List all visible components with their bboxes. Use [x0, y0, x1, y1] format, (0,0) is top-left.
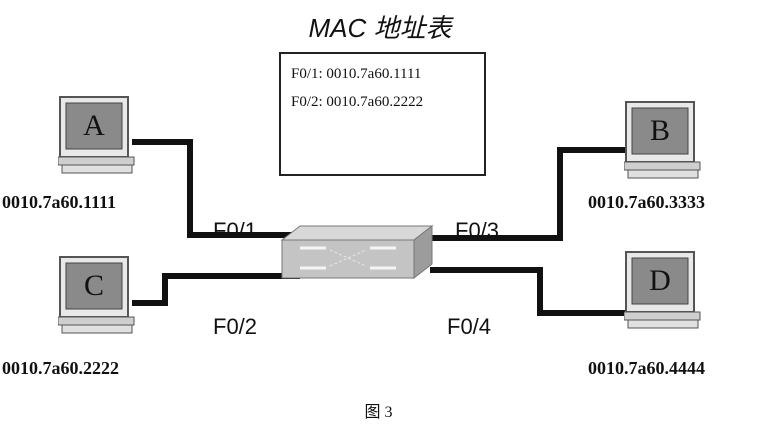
mac-table-title: MAC 地址表: [308, 13, 452, 43]
host-c-mac: 0010.7a60.2222: [2, 358, 119, 378]
computer-icon: [624, 101, 701, 179]
mac-address-table: F0/1: 0010.7a60.1111 F0/2: 0010.7a60.222…: [279, 52, 486, 176]
cable-d: [430, 267, 628, 316]
host-c: C: [58, 255, 138, 339]
host-b: B: [624, 100, 704, 184]
host-a: A: [58, 95, 138, 179]
computer-icon: [58, 256, 135, 334]
port-label-f04: F0/4: [447, 314, 492, 339]
computer-icon: [624, 251, 701, 329]
cable-a: [132, 139, 300, 238]
host-b-mac: 0010.7a60.3333: [588, 192, 705, 212]
mac-table-entry: F0/2: 0010.7a60.2222: [291, 94, 424, 110]
cable-c: [132, 273, 300, 306]
host-d: D: [624, 250, 704, 334]
cable-b: [430, 147, 628, 241]
host-letter: A: [83, 109, 105, 142]
computer-icon: [58, 96, 135, 174]
host-d-mac: 0010.7a60.4444: [588, 358, 705, 378]
network-switch-icon: [280, 224, 434, 280]
host-a-mac: 0010.7a60.1111: [2, 192, 117, 212]
port-label-f02: F0/2: [213, 314, 258, 339]
host-letter: C: [83, 269, 104, 302]
host-letter: D: [649, 264, 671, 297]
figure-caption: 图 3: [364, 404, 393, 421]
host-letter: B: [649, 114, 670, 147]
mac-table-entry: F0/1: 0010.7a60.1111: [291, 66, 422, 82]
port-label-f01: F0/1: [213, 218, 258, 243]
port-label-f03: F0/3: [455, 218, 500, 243]
